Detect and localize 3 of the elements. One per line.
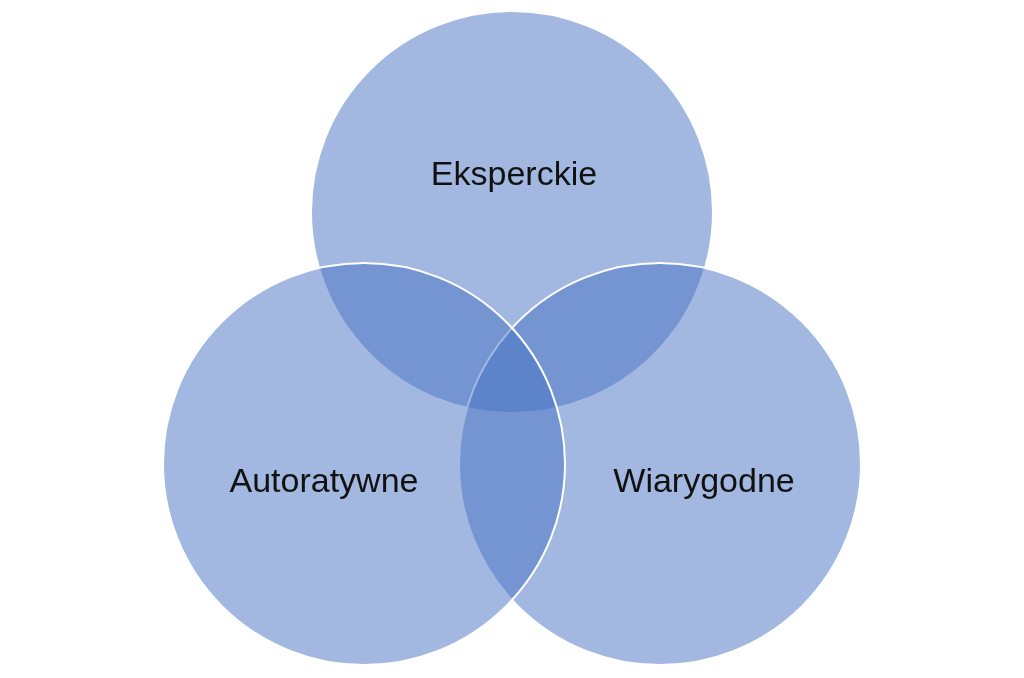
- circle-label: Autoratywne: [229, 461, 419, 501]
- circle-label: Eksperckie: [430, 154, 598, 194]
- circle-label: Wiarygodne: [613, 461, 795, 501]
